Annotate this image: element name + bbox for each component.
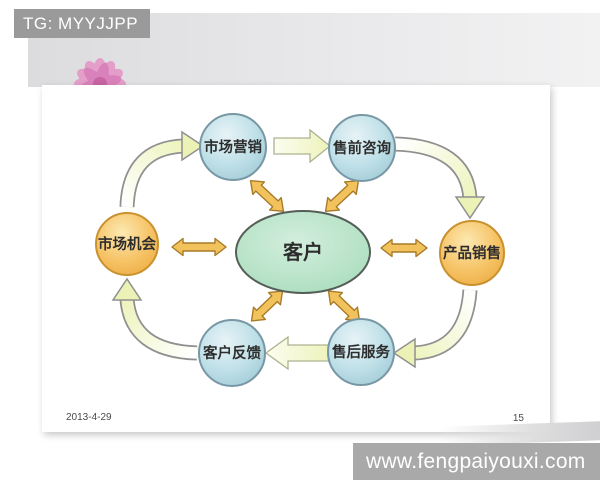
tg-watermark-label: TG: MYYJJPP [23,14,139,33]
double-arrow-customer-marketing [249,179,285,213]
node-presales-label: 售前咨询 [333,139,391,157]
node-feedback [198,319,266,387]
flow-arrow-aftersales-to-feedback [264,335,331,371]
double-arrow-customer-product [380,238,428,258]
node-opportunity [95,212,159,276]
slide-date: 2013-4-29 [66,412,112,423]
double-arrow-customer-opportunity [171,237,227,257]
node-product [439,220,505,286]
tg-watermark-badge: TG: MYYJJPP [14,9,150,38]
node-opportunity-label: 市场机会 [98,235,156,253]
slide: 客户 市场营销 售前咨询 产品销售 售后服务 客户反馈 市场机会 2013-4-… [42,85,550,432]
flow-arrow-marketing-to-presales [273,128,332,164]
site-watermark-label: www.fengpaiyouxi.com [366,450,586,473]
slide-page-number: 15 [512,413,524,424]
center-node-label: 客户 [282,240,323,264]
crm-cycle-diagram: 客户 市场营销 售前咨询 产品销售 售后服务 客户反馈 市场机会 [95,113,505,387]
center-node-customer [235,210,371,294]
cycle-arrow-product-to-aftersales [392,289,478,369]
node-product-label: 产品销售 [443,244,501,262]
node-aftersales [327,318,395,386]
node-marketing [199,113,267,181]
node-marketing-label: 市场营销 [204,138,262,156]
node-feedback-label: 客户反馈 [202,344,261,362]
site-watermark-bar: www.fengpaiyouxi.com [353,443,600,480]
double-arrow-customer-feedback [250,290,284,322]
node-aftersales-label: 售后服务 [332,343,390,361]
cycle-arrow-feedback-to-opportunity [111,277,198,361]
cycle-arrow-presales-to-product [394,136,486,220]
node-presales [328,114,396,182]
double-arrow-customer-presales [324,179,360,213]
cycle-arrow-opportunity-to-marketing [119,130,205,208]
